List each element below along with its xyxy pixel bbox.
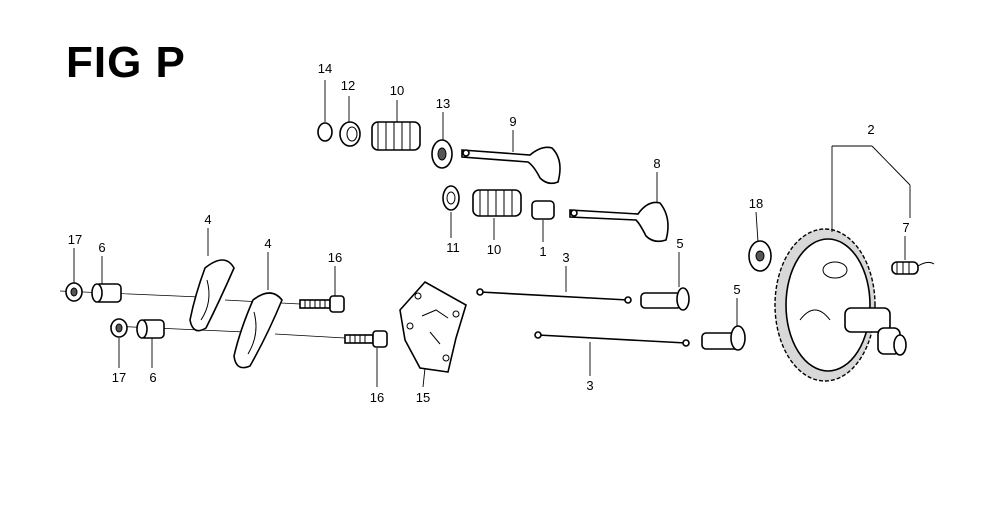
callout-5-lower: 5: [733, 282, 740, 297]
callout-4-right: 4: [264, 236, 271, 251]
part-6-collar-lower: [136, 319, 165, 339]
part-17-nut-lower: [110, 318, 128, 338]
callout-6-lower: 6: [149, 370, 156, 385]
callout-16-upper: 16: [328, 250, 342, 265]
part-4-rocker-arm-right: [233, 292, 283, 369]
callout-13: 13: [436, 96, 450, 111]
part-13-seat: [431, 139, 453, 169]
callout-15: 15: [416, 390, 430, 405]
part-9-valve: [461, 146, 561, 185]
callout-7: 7: [902, 220, 909, 235]
callout-5-upper: 5: [676, 236, 683, 251]
part-12-retainer: [339, 121, 361, 147]
callout-14: 14: [318, 61, 332, 76]
callout-12: 12: [341, 78, 355, 93]
part-6-collar-upper: [91, 283, 122, 303]
part-10-spring-lower: [472, 189, 522, 217]
part-2-camshaft-gear: [774, 228, 907, 382]
callout-11: 11: [446, 240, 460, 255]
callout-1: 1: [539, 244, 546, 259]
part-5-tappet-upper: [640, 287, 690, 311]
part-8-valve: [569, 201, 669, 243]
callout-4-left: 4: [204, 212, 211, 227]
callout-10-upper: 10: [390, 83, 404, 98]
callout-18: 18: [749, 196, 763, 211]
callout-2: 2: [867, 122, 874, 137]
part-1-stem-seal: [531, 200, 555, 220]
part-5-tappet-lower: [701, 325, 746, 351]
callout-17-upper: 17: [68, 232, 82, 247]
assembly-axis-lines: [59, 290, 346, 339]
callout-labels: 14 12 10 13 9 8 2 18 7 11 10 1 5 3 5 3 4…: [68, 61, 910, 405]
callout-10-lower: 10: [487, 242, 501, 257]
figure-title: FIG P: [66, 38, 186, 87]
callout-16-lower: 16: [370, 390, 384, 405]
callout-6-upper: 6: [98, 240, 105, 255]
part-16-pivot-bolt-lower: [344, 330, 388, 348]
callout-3-upper: 3: [562, 250, 569, 265]
part-3-pushrod-lower: [534, 331, 690, 347]
callout-8: 8: [653, 156, 660, 171]
part-15-guide-plate: [399, 280, 467, 373]
callout-17-lower: 17: [112, 370, 126, 385]
part-17-nut-upper: [65, 282, 83, 302]
part-7-spring: [891, 261, 935, 275]
part-11-seat: [442, 185, 460, 211]
part-10-spring-upper: [371, 121, 421, 151]
part-3-pushrod-upper: [476, 288, 632, 304]
part-14-keeper: [317, 122, 333, 142]
leader-lines: [73, 80, 911, 388]
callout-3-lower: 3: [586, 378, 593, 393]
part-16-pivot-bolt-upper: [299, 295, 345, 313]
part-4-rocker-arm-left: [189, 259, 235, 332]
part-18-washer: [748, 240, 772, 272]
callout-9: 9: [509, 114, 516, 129]
